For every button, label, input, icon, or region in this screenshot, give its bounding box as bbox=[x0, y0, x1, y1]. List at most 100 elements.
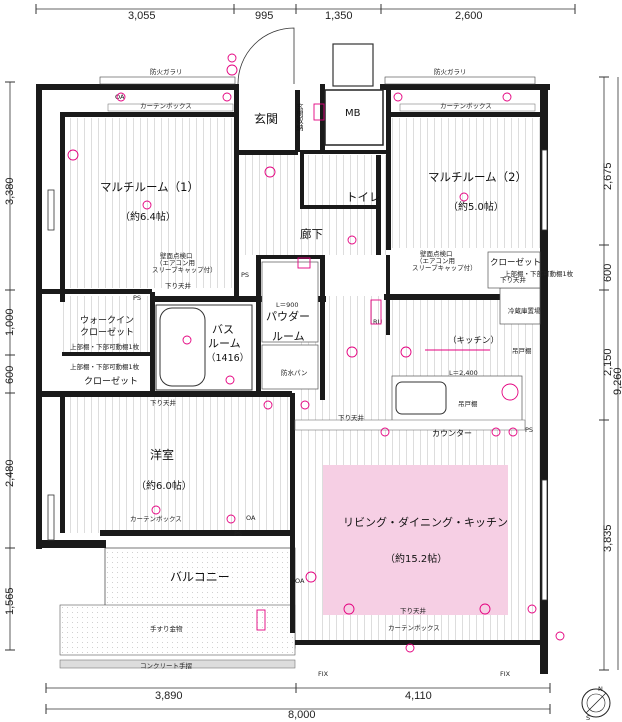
ldk-size: （約15.2帖） bbox=[385, 552, 447, 565]
fix-left: FIX bbox=[318, 670, 329, 678]
hallway-label: 廊下 bbox=[300, 227, 323, 241]
walkin-label-1: ウォークイン bbox=[80, 315, 134, 326]
ps-4: PS bbox=[525, 426, 533, 434]
dim-right-1: 2,675 bbox=[602, 162, 614, 190]
dim-bottom-total: 8,000 bbox=[288, 709, 316, 721]
western-size: （約6.0帖） bbox=[136, 479, 192, 492]
entrance-door-swing bbox=[237, 27, 295, 85]
curtain-box-label-right: カーテンボックス bbox=[440, 102, 492, 110]
multi2-size: （約5.0帖） bbox=[448, 200, 504, 213]
bath-size: （1416） bbox=[206, 352, 249, 364]
closet-top-shelf: 上部棚・下部可動棚1枚 bbox=[504, 269, 574, 278]
closet-left-shelf: 上部棚・下部可動棚1枚 bbox=[70, 362, 140, 371]
hanging-shelf-kitchen: 吊戸棚 bbox=[458, 399, 478, 408]
powder-label-2: ルーム bbox=[272, 330, 305, 343]
curtain-box-left bbox=[107, 103, 234, 112]
hanging-shelf-right: 吊戸棚 bbox=[512, 346, 532, 355]
dim-top-2: 995 bbox=[255, 10, 273, 22]
dimension-bottom: 3,890 4,110 8,000 bbox=[45, 683, 551, 721]
walkin-shelf: 上部棚・下部可動棚1枚 bbox=[70, 342, 140, 351]
closet-right bbox=[487, 251, 541, 289]
down-ceiling-1: 下り天井 bbox=[165, 281, 192, 290]
ps-2: PS bbox=[133, 294, 141, 302]
curtain-box-right bbox=[399, 103, 536, 112]
compass-n: N bbox=[598, 685, 603, 693]
balcony-label: バルコニー bbox=[170, 570, 230, 584]
ldk-highlight bbox=[323, 465, 508, 615]
waterproof-pan-label: 防水パン bbox=[281, 368, 307, 377]
dim-top-1: 3,055 bbox=[128, 10, 156, 22]
entrance-storage-label: 玄関収納 bbox=[296, 102, 304, 132]
dim-right-4: 3,835 bbox=[602, 524, 614, 552]
dim-right-3: 2,150 bbox=[602, 348, 614, 376]
ps-1: PS bbox=[241, 271, 249, 279]
walls bbox=[36, 84, 550, 674]
concrete-rail-label: コンクリート手摺 bbox=[140, 661, 193, 670]
ps-3: PS bbox=[234, 530, 242, 538]
kitchen-sink bbox=[395, 381, 447, 415]
waterproof-pan-area bbox=[261, 344, 319, 390]
hand-rail-label: 手すり金物 bbox=[150, 624, 183, 633]
toilet-label: トイレ bbox=[346, 190, 381, 204]
balcony-rail-area bbox=[59, 604, 296, 656]
inspection-right: 壁面点検口 bbox=[420, 249, 453, 258]
curtain-box-label-ldk: カーテンボックス bbox=[388, 624, 440, 632]
dim-bottom-1: 3,890 bbox=[155, 690, 183, 702]
mb-box bbox=[324, 89, 384, 146]
dim-left-3: 600 bbox=[4, 366, 16, 384]
entrance-label: 玄関 bbox=[254, 111, 278, 126]
dimension-right: 2,675 600 2,150 3,835 9,260 bbox=[599, 76, 622, 671]
kitchen-label: （キッチン） bbox=[448, 335, 499, 346]
dimension-left: 3,380 1,000 600 2,480 1,565 bbox=[4, 81, 16, 651]
oa-3: OA bbox=[295, 577, 305, 585]
closet-top-label: クローゼット bbox=[490, 257, 541, 268]
dimension-top: 3,055 995 1,350 2,600 bbox=[35, 4, 576, 22]
window-left-2 bbox=[47, 494, 55, 541]
compass: N S bbox=[581, 685, 611, 722]
powder-label-1: パウダー bbox=[266, 309, 310, 323]
oa-1: OA bbox=[115, 93, 125, 101]
dim-right-total: 9,260 bbox=[612, 367, 622, 395]
down-ceiling-3: 下り天井 bbox=[338, 413, 365, 422]
window-right-1 bbox=[541, 149, 548, 231]
fire-rail-label-left: 防火ガラリ bbox=[150, 67, 183, 76]
lw-900: L＝900 bbox=[276, 301, 299, 309]
down-ceiling-4: 下り天井 bbox=[400, 606, 427, 615]
ru-label: RU bbox=[373, 318, 383, 326]
oa-2: OA bbox=[246, 514, 256, 522]
fire-rail-label-right: 防火ガラリ bbox=[434, 67, 467, 76]
curtain-box-label-left: カーテンボックス bbox=[140, 102, 192, 110]
walkin-label-2: クローゼット bbox=[80, 326, 134, 338]
dim-left-1: 3,380 bbox=[4, 177, 16, 205]
bath-label-2: ルーム bbox=[208, 337, 241, 350]
fire-rail-left bbox=[99, 76, 236, 85]
curtain-box-label-western: カーテンボックス bbox=[130, 515, 182, 523]
inspection-right-sub2: スリーブキャップ付） bbox=[412, 263, 477, 272]
inspection-left-sub2: スリーブキャップ付） bbox=[152, 265, 217, 274]
dim-left-4: 2,480 bbox=[4, 459, 16, 487]
multi1-size: （約6.4帖） bbox=[120, 210, 176, 223]
fridge-space bbox=[499, 287, 541, 325]
fridge-label: 冷蔵庫置場 bbox=[508, 306, 541, 315]
dim-left-2: 1,000 bbox=[4, 308, 16, 336]
dim-top-4: 2,600 bbox=[455, 10, 483, 22]
labels: マルチルーム（1） （約6.4帖） マルチルーム（2） （約5.0帖） 玄関 玄… bbox=[70, 102, 574, 584]
multi1-name: マルチルーム（1） bbox=[100, 180, 199, 194]
window-right-2 bbox=[541, 479, 548, 601]
counter-label: カウンター bbox=[432, 429, 472, 438]
dim-right-2: 600 bbox=[602, 264, 614, 282]
down-ceiling-5: 下り天井 bbox=[500, 275, 527, 284]
down-ceiling-2: 下り天井 bbox=[150, 398, 177, 407]
mb-label: MB bbox=[345, 108, 361, 119]
lw-2400: L＝2,400 bbox=[449, 369, 478, 377]
inspection-left: 壁面点検口 bbox=[160, 251, 193, 260]
concrete-rail bbox=[59, 659, 296, 669]
fire-rail-right bbox=[384, 76, 536, 85]
compass-s: S bbox=[586, 714, 590, 722]
powder-room bbox=[261, 261, 319, 343]
closet-left-label: クローゼット bbox=[84, 375, 138, 387]
inspection-right-sub: （エアコン用 bbox=[416, 257, 455, 265]
mb-door bbox=[332, 43, 374, 87]
ldk-label: リビング・ダイニング・キッチン bbox=[343, 515, 508, 529]
